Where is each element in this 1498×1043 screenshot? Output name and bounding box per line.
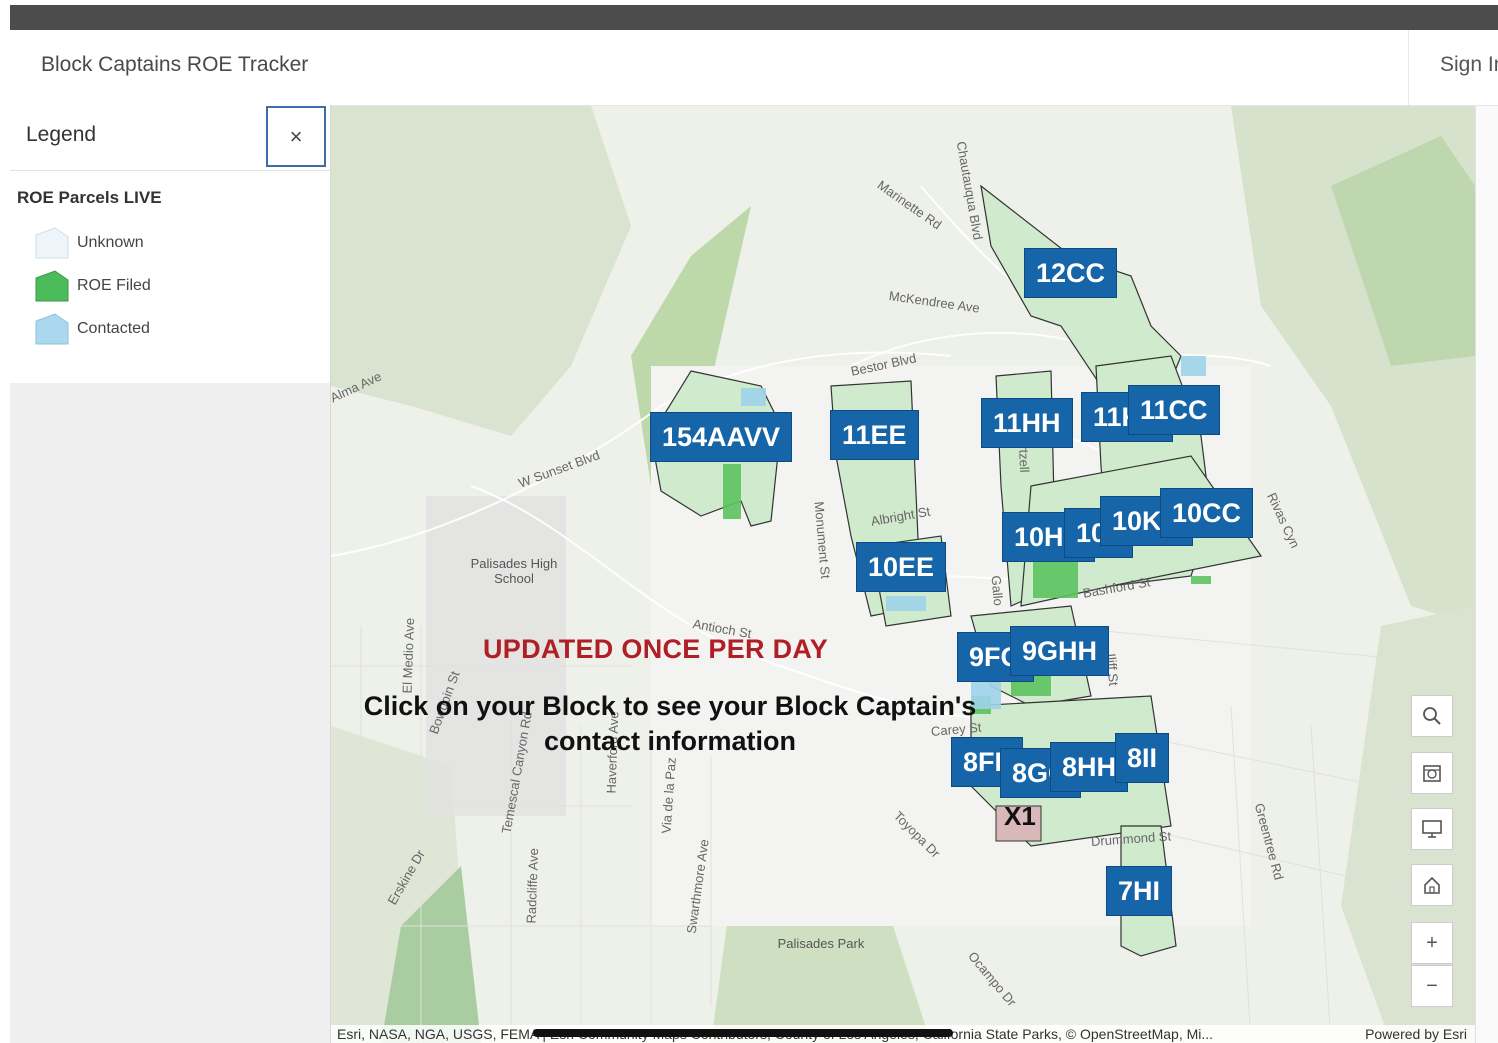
legend-label-contacted: Contacted: [77, 320, 150, 337]
app-header: Block Captains ROE Tracker Sign In: [10, 30, 1498, 106]
roe-filed-swatch-icon: [35, 270, 69, 302]
block-label-154aavv[interactable]: 154AAVV: [650, 412, 793, 462]
minus-icon: −: [1426, 974, 1438, 997]
zoom-in-button[interactable]: +: [1411, 922, 1453, 964]
powered-by-esri-link[interactable]: Powered by Esri: [1365, 1026, 1467, 1042]
instruction-line-1: Click on your Block to see your Block Ca…: [363, 691, 977, 721]
home-button[interactable]: [1411, 864, 1453, 906]
unknown-swatch-icon: [35, 227, 69, 259]
header-divider: [1408, 30, 1409, 105]
sign-in-link[interactable]: Sign In: [1440, 53, 1498, 76]
block-label-x1[interactable]: X1: [1004, 801, 1036, 831]
legend-item-unknown: Unknown: [35, 227, 315, 259]
block-label-12cc[interactable]: 12CC: [1024, 248, 1118, 298]
app-title: Block Captains ROE Tracker: [41, 53, 309, 76]
block-label-10cc[interactable]: 10CC: [1160, 488, 1254, 538]
block-label-8ii[interactable]: 8II: [1115, 733, 1170, 783]
home-indicator-bar: [533, 1029, 953, 1037]
basemap-gallery-icon: [1423, 765, 1441, 782]
legend-header: Legend ×: [10, 105, 330, 171]
legend-label-roe-filed: ROE Filed: [77, 277, 151, 294]
place-label-palisades-high-school: Palisades High School: [470, 556, 558, 586]
legend-title: Legend: [26, 123, 97, 146]
legend-item-roe-filed: ROE Filed: [35, 270, 315, 302]
block-label-10ee[interactable]: 10EE: [856, 542, 947, 592]
home-icon: [1424, 876, 1440, 894]
basemap-gallery-button[interactable]: [1411, 752, 1453, 794]
plus-icon: +: [1426, 931, 1438, 954]
legend-label-unknown: Unknown: [77, 234, 144, 251]
map-search-button[interactable]: [1411, 695, 1453, 737]
block-label-7hi[interactable]: 7HI: [1106, 866, 1173, 916]
instruction-text: Click on your Block to see your Block Ca…: [345, 689, 995, 759]
street-label: Gallo: [988, 574, 1007, 607]
close-icon: ×: [289, 123, 303, 149]
fullscreen-button[interactable]: [1411, 808, 1453, 850]
top-bar: [10, 5, 1498, 30]
update-notice: UPDATED ONCE PER DAY: [483, 634, 829, 664]
block-label-9ghh[interactable]: 9GHH: [1010, 626, 1110, 676]
legend-panel: Legend × ROE Parcels LIVE Unknown ROE Fi…: [10, 105, 331, 1043]
left-margin: [0, 0, 10, 1043]
contacted-swatch-icon: [35, 313, 69, 345]
street-label: El Medio Ave: [399, 617, 418, 694]
block-label-11ee[interactable]: 11EE: [830, 410, 919, 460]
street-label: Radcliffe Ave: [523, 847, 542, 924]
zoom-out-button[interactable]: −: [1411, 965, 1453, 1007]
right-panel-rail: [1475, 106, 1498, 1043]
block-label-11cc[interactable]: 11CC: [1128, 385, 1220, 435]
legend-body: ROE Parcels LIVE Unknown ROE Filed Conta…: [10, 171, 330, 383]
search-icon: [1423, 707, 1441, 725]
screen-icon: [1422, 820, 1442, 838]
block-label-11hh[interactable]: 11HH: [981, 398, 1073, 448]
legend-item-contacted: Contacted: [35, 313, 315, 345]
legend-close-button[interactable]: ×: [266, 106, 326, 167]
place-label-palisades-park: Palisades Park: [777, 936, 865, 951]
legend-layer-name: ROE Parcels LIVE: [17, 188, 162, 207]
instruction-line-2: contact information: [543, 726, 796, 756]
